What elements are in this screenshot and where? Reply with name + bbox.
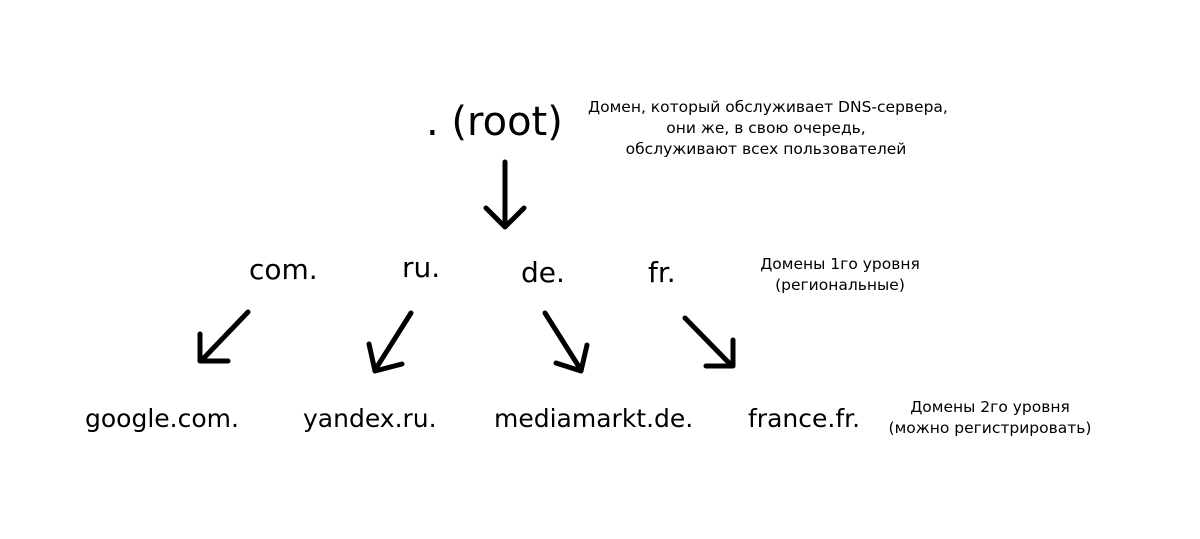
sld-node-yandex: yandex.ru. bbox=[303, 404, 437, 433]
arrow-down-right-icon bbox=[542, 310, 590, 374]
sld-node-google: google.com. bbox=[85, 404, 239, 433]
root-node: . (root) bbox=[426, 99, 563, 145]
sld-node-france: france.fr. bbox=[748, 404, 861, 433]
tld-note-line: Домены 1го уровня bbox=[760, 255, 920, 273]
root-note-line: обслуживают всех пользователей bbox=[625, 140, 907, 158]
root-note: Домен, который обслуживает DNS-сервера, … bbox=[588, 97, 948, 160]
sld-note: Домены 2го уровня (можно регистрировать) bbox=[880, 397, 1100, 439]
arrow-down-left-icon bbox=[197, 309, 251, 364]
arrow-down-left-icon bbox=[366, 310, 414, 374]
tld-node-de: de. bbox=[521, 256, 565, 289]
root-note-line: Домен, который обслуживает DNS-сервера, bbox=[588, 98, 948, 116]
tld-note-line: (региональные) bbox=[775, 276, 905, 294]
arrow-down-icon bbox=[483, 159, 527, 230]
tld-node-fr: fr. bbox=[648, 256, 676, 289]
sld-note-line: (можно регистрировать) bbox=[888, 419, 1092, 437]
arrow-down-right-icon bbox=[682, 315, 736, 369]
sld-note-line: Домены 2го уровня bbox=[910, 398, 1070, 416]
tld-node-com: com. bbox=[249, 253, 318, 286]
tld-note: Домены 1го уровня (региональные) bbox=[735, 254, 945, 296]
tld-node-ru: ru. bbox=[402, 251, 441, 284]
root-note-line: они же, в свою очередь, bbox=[666, 119, 866, 137]
sld-node-mediamarkt: mediamarkt.de. bbox=[494, 404, 694, 433]
